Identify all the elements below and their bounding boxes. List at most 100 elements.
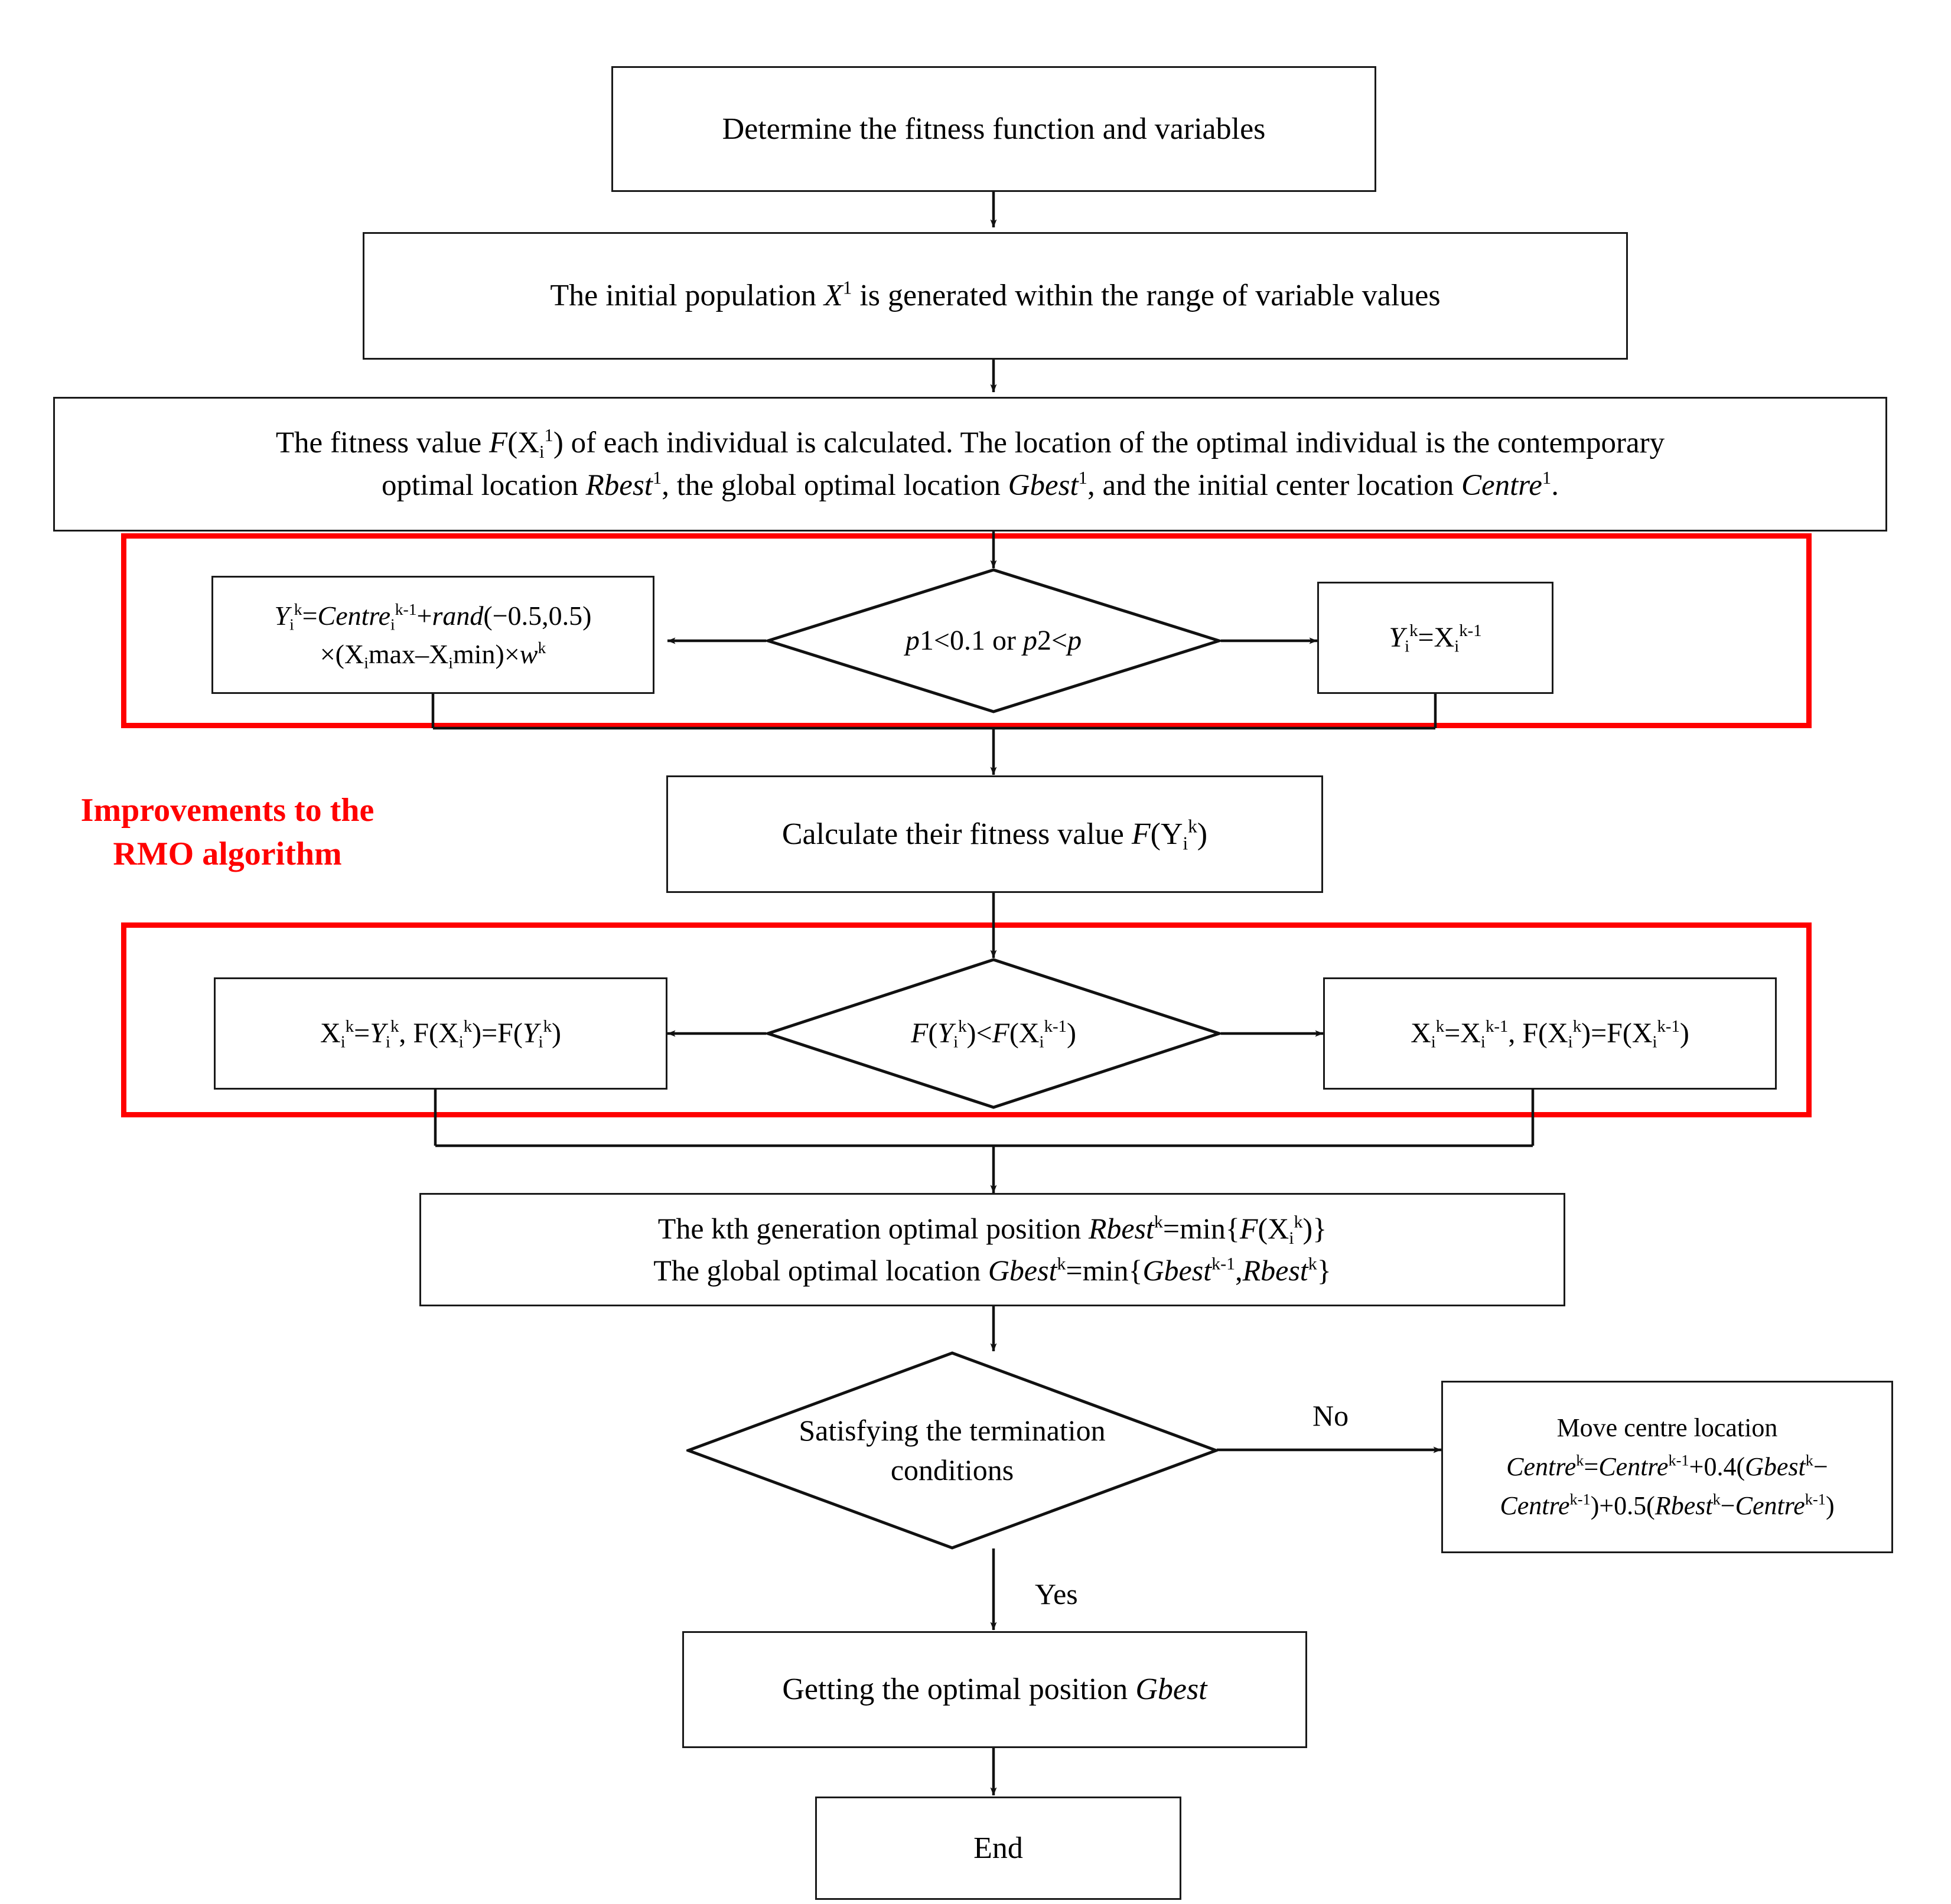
- mc-l1-sup: k: [1576, 1451, 1584, 1469]
- node-update-global-best-label: The kth generation optimal position Rbes…: [645, 1208, 1339, 1292]
- node-update-global-best[interactable]: The kth generation optimal position Rbes…: [419, 1193, 1565, 1306]
- fit-l2-gbest-sup: 1: [1078, 468, 1087, 488]
- fit-l1-a: The fitness value: [275, 426, 490, 459]
- node-move-centre-location[interactable]: Move centre location Centrek=Centrek-1+0…: [1441, 1381, 1893, 1553]
- mc-l1-sup2: k-1: [1668, 1451, 1689, 1469]
- decision-probability[interactable]: p1<0.1 or p2<p: [766, 568, 1221, 713]
- mc-l2-sup2: k: [1712, 1490, 1721, 1508]
- edge-label-no: No: [1312, 1399, 1349, 1432]
- fit-l2-b: , the global optimal location: [662, 469, 1008, 502]
- node-initial-fitness-evaluation[interactable]: The fitness value F(Xi1) of each individ…: [53, 397, 1887, 532]
- cf-c: ): [1197, 817, 1208, 851]
- fit-l2-d: .: [1551, 469, 1559, 502]
- red-highlight-frame-2: [121, 922, 1812, 1117]
- ub-l1-a: The kth generation optimal position: [657, 1212, 1089, 1245]
- node-random-centre-update-label: Yik=Centreik-1+rand(−0.5,0.5) ×(Ximax–Xi…: [274, 599, 592, 672]
- node-end[interactable]: End: [815, 1797, 1181, 1900]
- init-var-x-sup: 1: [842, 277, 852, 298]
- ub-l1-sub: i: [1289, 1228, 1294, 1248]
- decision-probability-shape: [766, 568, 1221, 713]
- ub-l2-gbest: Gbest: [988, 1254, 1057, 1287]
- node-determine-fitness-function-label: Determine the fitness function and varia…: [722, 112, 1266, 146]
- mc-l2-b: ): [1825, 1491, 1835, 1520]
- fit-l2-a: optimal location: [382, 469, 586, 502]
- mc-l1-sup3: k: [1805, 1451, 1813, 1469]
- ub-l1-c: (X: [1258, 1212, 1289, 1245]
- ub-l2-a: The global optimal location: [653, 1254, 988, 1287]
- cf-a: Calculate their fitness value: [781, 817, 1132, 851]
- node-get-optimal-position-label: Getting the optimal position Gbest: [774, 1668, 1215, 1711]
- init-text-b: is generated within the range of variabl…: [852, 279, 1441, 313]
- go-a: Getting the optimal position: [782, 1672, 1136, 1707]
- node-move-centre-location-label: Move centre location Centrek=Centrek-1+0…: [1491, 1409, 1842, 1525]
- mc-l2-a: )+0.5(: [1590, 1491, 1655, 1520]
- ub-l1-sup2: k: [1294, 1212, 1303, 1232]
- node-retain-previous-candidate[interactable]: Xik=Xik-1, F(Xik)=F(Xik-1): [1323, 977, 1777, 1090]
- fit-l2-centre: Centre: [1461, 469, 1542, 502]
- ub-l1-sup: k: [1154, 1212, 1163, 1232]
- node-keep-previous-position[interactable]: Yik=Xik-1: [1317, 582, 1553, 694]
- decision-termination[interactable]: Satisfying the termination conditions: [686, 1351, 1218, 1550]
- node-accept-candidate-label: Xik=Yik, F(Xik)=F(Yik): [320, 1017, 561, 1052]
- fit-l2-centre-sup: 1: [1542, 468, 1552, 488]
- node-calculate-candidate-fitness[interactable]: Calculate their fitness value F(Yik): [666, 775, 1323, 893]
- fit-l2-rbest: Rbest: [585, 469, 653, 502]
- decision-termination-shape: [686, 1351, 1218, 1550]
- red-highlight-frame-1: [121, 533, 1812, 728]
- decision-fitness-compare[interactable]: F(Yik)<F(Xik-1): [766, 958, 1221, 1109]
- decision-termination-label: Satisfying the termination conditions: [799, 1411, 1105, 1491]
- red-annotation-line2: RMO algorithm: [113, 836, 342, 873]
- ub-l2-sup2: k-1: [1211, 1254, 1236, 1274]
- dt-line1: Satisfying the termination: [799, 1413, 1106, 1447]
- ub-l1-F: F: [1239, 1212, 1258, 1245]
- mc-l1-centre2: Centre: [1598, 1452, 1669, 1481]
- node-accept-candidate[interactable]: Xik=Yik, F(Xik)=F(Yik): [214, 977, 667, 1090]
- init-var-x: X: [823, 279, 843, 313]
- fit-l1-sup: 1: [544, 425, 553, 445]
- node-get-optimal-position[interactable]: Getting the optimal position Gbest: [682, 1631, 1307, 1748]
- mc-l1-centre: Centre: [1506, 1452, 1577, 1481]
- mc-l2-sup3: k-1: [1805, 1490, 1826, 1508]
- ub-l1-rbest: Rbest: [1088, 1212, 1154, 1245]
- fit-l1-sub: i: [539, 441, 545, 462]
- cf-b: (Y: [1150, 817, 1183, 851]
- dp-rest2: 2<: [1037, 624, 1068, 656]
- fit-l2-c: , and the initial center location: [1087, 469, 1461, 502]
- mc-title: Move centre location: [1556, 1413, 1778, 1442]
- cf-sup: k: [1188, 816, 1197, 837]
- mc-l2-centre: Centre: [1500, 1491, 1570, 1520]
- ub-l2-sup: k: [1057, 1254, 1066, 1274]
- red-annotation-line1: Improvements to the: [80, 792, 374, 829]
- ub-l2-rbest: Rbest: [1242, 1254, 1308, 1287]
- mc-l2-rbest: Rbest: [1654, 1491, 1713, 1520]
- red-annotation-improvements: Improvements to the RMO algorithm: [12, 788, 443, 876]
- node-random-centre-update[interactable]: Yik=Centreik-1+rand(−0.5,0.5) ×(Ximax–Xi…: [211, 576, 654, 694]
- ub-l2-d: }: [1317, 1254, 1331, 1287]
- mc-l2-sup: k-1: [1569, 1490, 1591, 1508]
- edge-label-yes: Yes: [1035, 1577, 1078, 1610]
- ub-l1-d: )}: [1302, 1212, 1327, 1245]
- ub-l2-sup3: k: [1308, 1254, 1317, 1274]
- decision-fitness-compare-label: F(Yik)<F(Xik-1): [911, 1016, 1076, 1052]
- fit-l2-rbest-sup: 1: [652, 468, 662, 488]
- mc-l1-gbest: Gbest: [1745, 1452, 1806, 1481]
- node-keep-previous-position-label: Yik=Xik-1: [1389, 621, 1482, 656]
- ub-l2-c: ,: [1235, 1254, 1243, 1287]
- node-initial-fitness-evaluation-label: The fitness value F(Xi1) of each individ…: [268, 422, 1673, 507]
- ub-l1-b: =min{: [1162, 1212, 1240, 1245]
- init-text-a: The initial population: [550, 279, 824, 313]
- node-initial-population[interactable]: The initial population X1 is generated w…: [363, 232, 1628, 360]
- mc-l2-minus: −: [1720, 1491, 1735, 1520]
- go-gbest: Gbest: [1135, 1672, 1207, 1707]
- decision-probability-label: p1<0.1 or p2<p: [906, 622, 1082, 660]
- dp-p1: p: [905, 624, 920, 656]
- dp-rest1: 1<0.1 or: [919, 624, 1023, 656]
- decision-fitness-compare-shape: [766, 958, 1221, 1109]
- fit-l2-gbest: Gbest: [1008, 469, 1079, 502]
- fit-l1-F: F: [489, 426, 508, 459]
- mc-l2-centre2: Centre: [1735, 1491, 1805, 1520]
- fit-l1-b: of each individual is calculated. The lo…: [563, 426, 1665, 459]
- node-calculate-candidate-fitness-label: Calculate their fitness value F(Yik): [774, 813, 1216, 856]
- node-determine-fitness-function[interactable]: Determine the fitness function and varia…: [611, 66, 1376, 192]
